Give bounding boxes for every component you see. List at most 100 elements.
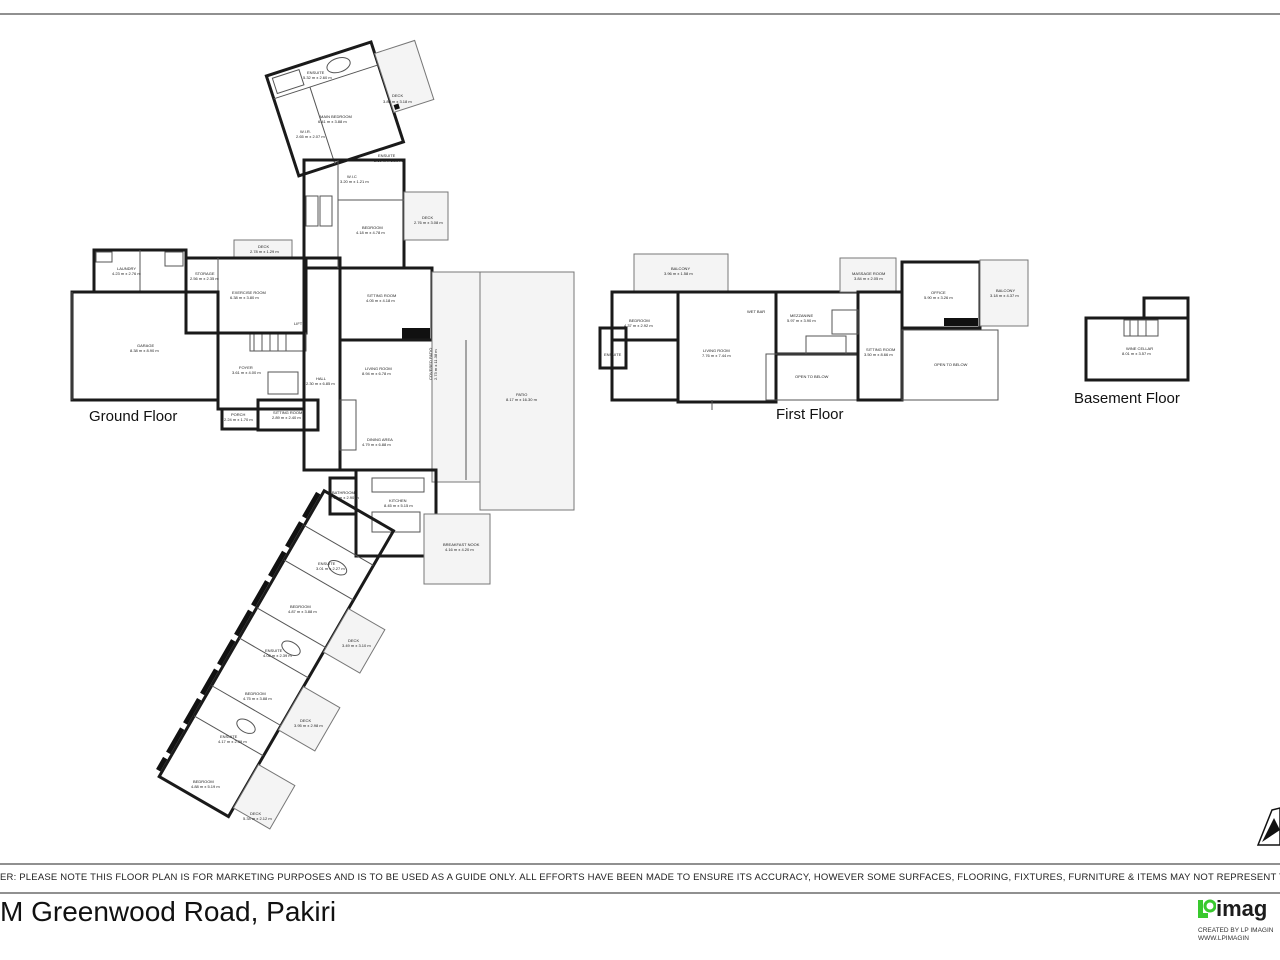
first-room-labels: BALCONY 3.96 m x 1.58 m BEDROOM 4.37 m x… xyxy=(604,266,1019,379)
room-name: ENSUITE xyxy=(220,734,238,739)
room-name: DECK xyxy=(258,244,269,249)
room-name: DECK xyxy=(392,93,403,98)
room-name: ENSUITE xyxy=(378,153,396,158)
room-dimensions: 4.16 m x 4.20 m xyxy=(445,547,474,552)
room-dimensions: 8.01 m x 3.57 m xyxy=(1122,351,1151,356)
room-dimensions: 2.78 m x 1.29 m xyxy=(250,249,279,254)
room-name: STORAGE xyxy=(195,271,215,276)
basement-floor-label: Basement Floor xyxy=(1074,390,1180,407)
room-name: WET BAR xyxy=(747,309,765,314)
room-name: BEDROOM xyxy=(290,604,311,609)
room-name: DECK xyxy=(348,638,359,643)
room-dimensions: 4.79 m x 6.88 m xyxy=(362,442,391,447)
room-name: GARAGE xyxy=(137,343,154,348)
room-dimensions: 7.76 m x 7.44 m xyxy=(702,353,731,358)
room-name: BEDROOM xyxy=(245,691,266,696)
room-dimensions: 3.50 m x 8.66 m xyxy=(864,352,893,357)
room-name: DINING AREA xyxy=(367,437,393,442)
room-name: BEDROOM xyxy=(362,225,383,230)
room-dimensions: 2.30 m x 6.85 m xyxy=(306,381,335,386)
brand-url: WWW.LPIMAGIN xyxy=(1198,935,1249,942)
room-dimensions: 2.65 m x 2.07 m xyxy=(296,134,325,139)
room-name: FOYER xyxy=(239,365,253,370)
room-name: LIVING ROOM xyxy=(703,348,730,353)
room-name: WINE CELLAR xyxy=(1126,346,1153,351)
room-dimensions: 4.37 m x 2.92 m xyxy=(624,323,653,328)
room-dimensions: 5.32 m x 2.60 m xyxy=(303,75,332,80)
room-dimensions: 3.80 m x 3.18 m xyxy=(383,99,412,104)
room-dimensions: 4.88 m x 5.19 m xyxy=(191,784,220,789)
room-name: MAIN BEDROOM xyxy=(320,114,352,119)
room-dimensions: 3.01 m x 2.27 m xyxy=(316,566,345,571)
room-dimensions: 8.94 m x 6.78 m xyxy=(362,371,391,376)
room-name: LIVING ROOM xyxy=(365,366,392,371)
room-name: DECK xyxy=(300,718,311,723)
room-name: W.I.C xyxy=(347,174,357,179)
room-dimensions: 2.50 m x 1.90 m xyxy=(374,158,403,163)
first-floor-plan: First Floor xyxy=(598,253,1029,423)
brand-block: imag CREATED BY LP IMAGIN WWW.LPIMAGIN xyxy=(1192,896,1280,946)
room-dimensions: 4.05 m x 4.18 m xyxy=(366,298,395,303)
room-name: PATIO xyxy=(516,392,527,397)
ground-room-labels: ENSUITE 5.32 m x 2.60 m MAIN BEDROOM 6.4… xyxy=(112,70,538,821)
room-dimensions: 4.02 m x 2.39 m xyxy=(263,653,292,658)
room-dimensions: 3.18 m x 4.37 m xyxy=(990,293,1019,298)
ground-floor-label: Ground Floor xyxy=(89,408,177,425)
disclaimer-text: ER: PLEASE NOTE THIS FLOOR PLAN IS FOR M… xyxy=(0,872,1280,883)
room-dimensions: 6.38 m x 3.80 m xyxy=(230,295,259,300)
room-dimensions: 4.87 m x 3.88 m xyxy=(288,609,317,614)
room-dimensions: 8.45 m x 5.15 m xyxy=(384,503,413,508)
room-dimensions: 4.17 m x 2.39 m xyxy=(218,739,247,744)
property-address: M Greenwood Road, Pakiri xyxy=(0,896,337,927)
room-name: BEDROOM xyxy=(193,779,214,784)
room-dimensions: 2.76 m x 3.08 m xyxy=(414,220,443,225)
room-dimensions: 2.89 m x 2.40 m xyxy=(272,415,301,420)
lp-logo-icon xyxy=(1198,899,1216,918)
ground-floor-plan: Ground Floor xyxy=(70,39,575,830)
room-name: DECK xyxy=(250,811,261,816)
room-dimensions: 3.95 m x 2.98 m xyxy=(294,723,323,728)
room-name: EXERCISE ROOM xyxy=(232,290,266,295)
room-dimensions: 4.75 m x 3.88 m xyxy=(243,696,272,701)
brand-credit: CREATED BY LP IMAGIN xyxy=(1198,927,1274,934)
room-name: OPEN TO BELOW xyxy=(795,374,829,379)
room-name: BATHROOM xyxy=(332,490,355,495)
room-name: SITTING ROOM xyxy=(866,347,895,352)
room-dimensions: 5.97 m x 3.90 m xyxy=(787,318,816,323)
room-dimensions: 3.20 m x 1.21 m xyxy=(340,179,369,184)
room-name: BALCONY xyxy=(996,288,1015,293)
room-name: KITCHEN xyxy=(389,498,407,503)
room-dimensions: 2.73 m x 11.38 m xyxy=(433,349,438,380)
room-name: W.I.R. xyxy=(300,129,311,134)
basement-floor-plan: Basement Floor WINE CELLAR 8.01 m x 3.57… xyxy=(1074,296,1190,407)
brand-name: imag xyxy=(1216,896,1268,921)
room-name: MASSAGE ROOM xyxy=(852,271,885,276)
room-name: SITTING ROOM xyxy=(367,293,396,298)
room-name: BREAKFAST NOOK xyxy=(443,542,480,547)
first-floor-label: First Floor xyxy=(776,406,844,423)
room-dimensions: 6.41 m x 3.88 m xyxy=(318,119,347,124)
room-dimensions: 3.61 m x 4.00 m xyxy=(232,370,261,375)
room-name: ENSUITE xyxy=(265,648,283,653)
room-name: DECK xyxy=(422,215,433,220)
lower-bedroom-wing xyxy=(156,488,396,830)
room-name: BALCONY xyxy=(671,266,690,271)
room-dimensions: 3.49 m x 3.10 m xyxy=(342,643,371,648)
room-name: COVERED PATIO xyxy=(428,348,433,380)
room-dimensions: 3.84 m x 2.05 m xyxy=(854,276,883,281)
room-name: HALL xyxy=(316,376,327,381)
room-dimensions: 8.17 m x 16.30 m xyxy=(506,397,538,402)
room-name: MEZZANINE xyxy=(790,313,813,318)
room-name: ENSUITE xyxy=(318,561,336,566)
room-dimensions: 8.38 m x 8.90 m xyxy=(130,348,159,353)
room-dimensions: 4.23 m x 2.76 m xyxy=(112,271,141,276)
room-dimensions: 2.90 m x 2.90 m xyxy=(330,495,359,500)
room-name: ENSUITE xyxy=(604,352,622,357)
room-name: OPEN TO BELOW xyxy=(934,362,968,367)
room-name: LIFT xyxy=(294,321,303,326)
room-name: LAUNDRY xyxy=(117,266,136,271)
room-dimensions: 5.34 m x 2.12 m xyxy=(243,816,272,821)
room-dimensions: 2.24 m x 1.70 m xyxy=(224,417,253,422)
room-dimensions: 3.96 m x 1.58 m xyxy=(664,271,693,276)
